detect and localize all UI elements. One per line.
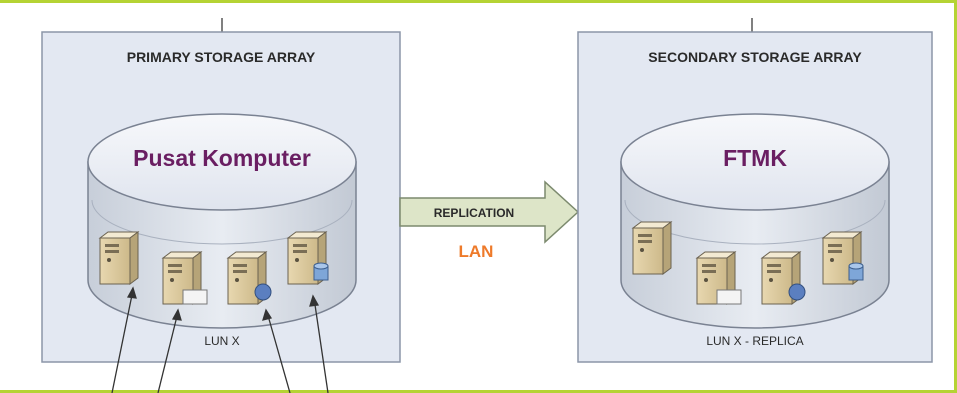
- globe-icon: [788, 283, 806, 301]
- secondary-lun-label: LUN X - REPLICA: [706, 334, 803, 348]
- primary-storage-array: PRIMARY STORAGE ARRAY Pusat Komputer LUN…: [41, 31, 401, 363]
- primary-disk: [87, 113, 357, 329]
- secondary-storage-array: SECONDARY STORAGE ARRAY FTMK LUN X - REP…: [577, 31, 933, 363]
- primary-disk-label: Pusat Komputer: [133, 145, 311, 171]
- host-connection-line: [313, 297, 329, 393]
- host-connection-line: [157, 311, 179, 393]
- secondary-disk-label: FTMK: [723, 145, 787, 171]
- arrow-head: [171, 308, 182, 321]
- network-label: LAN: [459, 242, 494, 261]
- secondary-disk: [620, 113, 890, 329]
- card-icon: [716, 289, 742, 305]
- arrow-head: [262, 308, 273, 321]
- database-icon: [313, 262, 329, 281]
- replication-label: REPLICATION: [434, 206, 514, 220]
- server-icon: [632, 221, 672, 275]
- primary-title: PRIMARY STORAGE ARRAY: [127, 49, 316, 65]
- arrow-head: [126, 286, 137, 299]
- host-connections: [111, 286, 329, 393]
- replication-arrow: [399, 180, 580, 244]
- host-connection-line: [266, 311, 291, 393]
- database-icon: [848, 262, 864, 281]
- server-icon: [99, 231, 139, 285]
- arrow-head: [309, 294, 320, 307]
- globe-icon: [254, 283, 272, 301]
- primary-lun-label: LUN X: [204, 334, 239, 348]
- secondary-title: SECONDARY STORAGE ARRAY: [648, 49, 862, 65]
- card-icon: [182, 289, 208, 305]
- host-connection-line: [111, 289, 134, 393]
